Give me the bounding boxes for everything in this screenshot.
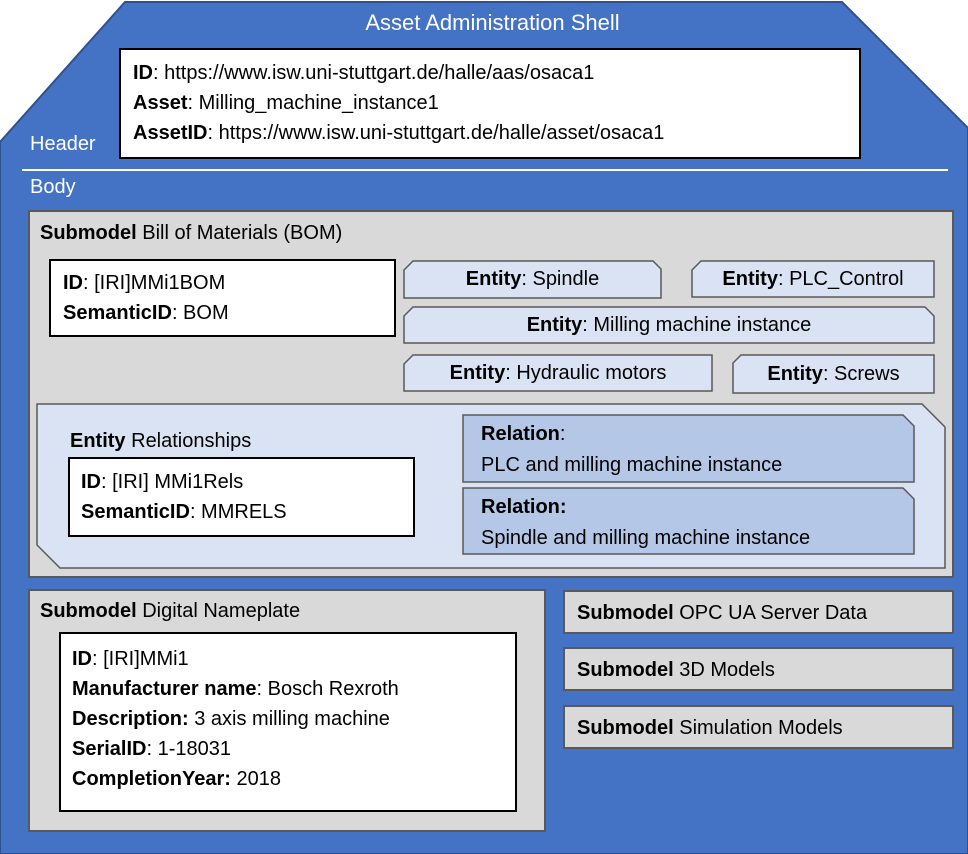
nameplate-description-line: Description: 3 axis milling machine: [72, 704, 515, 734]
header-assetid-value: https://www.isw.uni-stuttgart.de/halle/a…: [218, 122, 665, 144]
entity-milling-key: Entity: [526, 313, 583, 336]
nameplate-title-rest: Digital Nameplate: [136, 600, 301, 622]
nameplate-id-key: ID: [72, 648, 92, 670]
nameplate-title: Submodel Digital Nameplate: [40, 596, 300, 626]
relation-2: Relation: Spindle and milling machine in…: [463, 492, 914, 554]
relationships-semantic-line: SemanticID: MMRELS: [81, 497, 413, 527]
nameplate-year-value: 2018: [230, 768, 281, 790]
header-id-sep: :: [153, 62, 165, 84]
nameplate-info-box: ID: [IRI]MMi1 Manufacturer name: Bosch R…: [59, 632, 517, 812]
bom-title: Submodel Bill of Materials (BOM): [40, 218, 342, 248]
entity-screws-value: : Screws: [822, 362, 900, 385]
entity-plc-shape: [691, 260, 935, 298]
nameplate-manufacturer-key: Manufacturer name: [72, 678, 257, 700]
entity-hydraulic-shape: [403, 354, 713, 392]
relationships-title-rest: Relationships: [125, 430, 252, 452]
submodel-simulation: Submodel Simulation Models: [563, 705, 954, 749]
nameplate-description-value: 3 axis milling machine: [188, 708, 390, 730]
entity-spindle: Entity: Spindle: [404, 261, 661, 298]
header-label: Header: [30, 133, 96, 155]
entity-hydraulic-motors: Entity: Hydraulic motors: [404, 355, 712, 391]
header-assetid-key: AssetID: [133, 122, 208, 144]
header-id-line: ID: https://www.isw.uni-stuttgart.de/hal…: [133, 58, 859, 88]
relationships-title-bold: Entity: [70, 430, 126, 452]
submodel-3d-models: Submodel 3D Models: [563, 647, 954, 691]
entity-screws-key: Entity: [767, 362, 823, 385]
entity-plc-value: : PLC_Control: [777, 267, 904, 290]
nameplate-serial-key: SerialID: [72, 738, 147, 760]
relation-1-text: Relation: PLC and milling machine instan…: [481, 419, 782, 481]
nameplate-id-value: : [IRI]MMi1: [92, 648, 189, 670]
relationships-semantic-value: : MMRELS: [189, 501, 287, 523]
header-asset-sep: :: [187, 92, 199, 114]
relationships-title: Entity Relationships: [70, 426, 251, 456]
bom-title-rest: Bill of Materials (BOM): [136, 222, 343, 244]
relation-2-text: Relation: Spindle and milling machine in…: [481, 492, 810, 554]
submodel-opcua-bold: Submodel: [577, 602, 674, 624]
relation-1-title: Relation: [481, 423, 560, 445]
relation-2-title: Relation:: [481, 496, 567, 518]
bom-id-line: ID: [IRI]MMi1BOM: [63, 268, 394, 298]
entity-milling-value: : Milling machine instance: [582, 313, 812, 336]
header-assetid-sep: :: [207, 122, 219, 144]
body-label: Body: [30, 176, 76, 198]
nameplate-serial-value: : 1-18031: [146, 738, 231, 760]
relationships-id-key: ID: [81, 471, 101, 493]
header-assetid-line: AssetID: https://www.isw.uni-stuttgart.d…: [133, 118, 859, 148]
entity-spindle-shape: [403, 260, 662, 299]
entity-plc-control: Entity: PLC_Control: [692, 261, 934, 297]
relationships-id-line: ID: [IRI] MMi1Rels: [81, 467, 413, 497]
entity-spindle-value: : Spindle: [521, 268, 600, 290]
nameplate-serial-line: SerialID: 1-18031: [72, 734, 515, 764]
header-id-value: https://www.isw.uni-stuttgart.de/halle/a…: [164, 62, 595, 84]
header-asset-line: Asset: Milling_machine_instance1: [133, 88, 859, 118]
bom-semantic-key: SemanticID: [63, 302, 172, 324]
relation-1: Relation: PLC and milling machine instan…: [463, 419, 914, 482]
nameplate-manufacturer-line: Manufacturer name: Bosch Rexroth: [72, 674, 515, 704]
relation-1-sep: :: [559, 423, 566, 445]
nameplate-id-line: ID: [IRI]MMi1: [72, 644, 515, 674]
entity-spindle-key: Entity: [465, 268, 522, 290]
relation-2-shape: [462, 487, 915, 555]
entity-hydraulic-key: Entity: [449, 361, 506, 384]
nameplate-year-line: CompletionYear: 2018: [72, 764, 515, 794]
entity-milling-shape: [403, 306, 935, 344]
nameplate-year-key: CompletionYear:: [72, 768, 231, 790]
entity-screws-shape: [732, 354, 935, 394]
submodel-opcua-rest: OPC UA Server Data: [673, 602, 868, 624]
header-asset-key: Asset: [133, 92, 188, 114]
bom-semantic-value: : BOM: [171, 302, 229, 324]
header-box: ID: https://www.isw.uni-stuttgart.de/hal…: [119, 48, 861, 159]
bom-id-key: ID: [63, 272, 83, 294]
shell-title: Asset Administration Shell: [365, 10, 620, 35]
relation-2-desc: Spindle and milling machine instance: [481, 527, 811, 549]
submodel-3d-bold: Submodel: [577, 659, 674, 681]
relation-1-desc: PLC and milling machine instance: [481, 454, 783, 476]
nameplate-title-bold: Submodel: [40, 600, 137, 622]
header-asset-value: Milling_machine_instance1: [198, 92, 439, 114]
bom-id-box: ID: [IRI]MMi1BOM SemanticID: BOM: [49, 259, 396, 337]
nameplate-manufacturer-value: : Bosch Rexroth: [256, 678, 399, 700]
entity-plc-key: Entity: [722, 267, 778, 290]
entity-hydraulic-value: : Hydraulic motors: [505, 361, 667, 384]
bom-id-value: : [IRI]MMi1BOM: [83, 272, 226, 294]
bom-title-bold: Submodel: [40, 222, 137, 244]
relationships-semantic-key: SemanticID: [81, 501, 190, 523]
relationships-id-box: ID: [IRI] MMi1Rels SemanticID: MMRELS: [68, 457, 415, 537]
submodel-simulation-rest: Simulation Models: [673, 717, 843, 739]
submodel-opcua: Submodel OPC UA Server Data: [563, 590, 954, 634]
submodel-3d-rest: 3D Models: [673, 659, 775, 681]
nameplate-description-key: Description:: [72, 708, 189, 730]
relation-1-shape: [462, 414, 915, 483]
entity-milling-machine: Entity: Milling machine instance: [404, 307, 934, 343]
submodel-simulation-bold: Submodel: [577, 717, 674, 739]
bom-semantic-line: SemanticID: BOM: [63, 298, 394, 328]
header-id-key: ID: [133, 62, 153, 84]
relationships-id-value: : [IRI] MMi1Rels: [101, 471, 244, 493]
entity-screws: Entity: Screws: [733, 355, 934, 393]
